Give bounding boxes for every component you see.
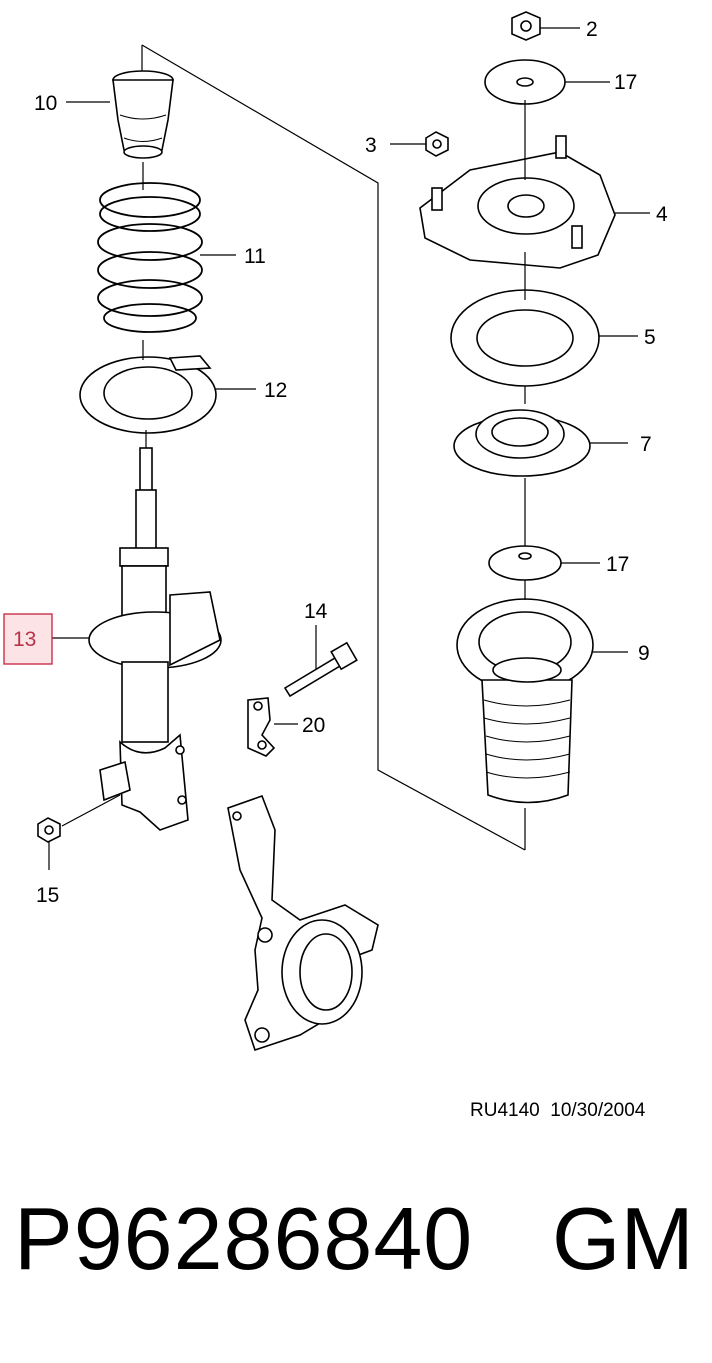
callout-17-upper: 17 bbox=[614, 71, 637, 94]
callout-13: 13 bbox=[13, 628, 36, 651]
diagram-reference: RU4140 10/30/2004 bbox=[470, 1100, 646, 1121]
group-outline bbox=[141, 44, 526, 851]
callout-2: 2 bbox=[586, 18, 598, 41]
nut bbox=[37, 817, 61, 843]
mount-nut bbox=[425, 131, 449, 157]
callout-10: 10 bbox=[34, 92, 57, 115]
callout-labels: 2 17 3 4 5 7 17 9 10 11 12 13 14 15 20 bbox=[3, 18, 668, 907]
upper-spring-seat bbox=[453, 409, 591, 477]
callout-20: 20 bbox=[302, 714, 325, 737]
strut-bearing bbox=[450, 289, 600, 387]
callout-13-highlight bbox=[3, 613, 53, 665]
leader-lines bbox=[48, 27, 650, 870]
top-nut bbox=[511, 11, 541, 41]
bracket bbox=[247, 697, 276, 757]
callout-4: 4 bbox=[656, 203, 668, 226]
callout-7: 7 bbox=[640, 433, 652, 456]
callout-12: 12 bbox=[264, 379, 287, 402]
callout-9: 9 bbox=[638, 642, 650, 665]
coil-spring bbox=[97, 182, 203, 333]
brand-label: GM bbox=[552, 1189, 694, 1288]
strut-mount bbox=[419, 135, 616, 269]
damper-rod bbox=[135, 447, 157, 551]
dust-boot bbox=[456, 598, 594, 804]
washer-lower bbox=[488, 545, 562, 581]
spring-seat bbox=[79, 355, 217, 434]
callout-3: 3 bbox=[365, 134, 377, 157]
strut-body bbox=[88, 547, 222, 831]
washer-upper bbox=[484, 59, 566, 105]
callout-17-lower: 17 bbox=[606, 553, 629, 576]
callout-14: 14 bbox=[304, 600, 328, 623]
bump-stop bbox=[112, 70, 174, 159]
steering-knuckle bbox=[227, 794, 379, 1052]
axis-lines bbox=[142, 100, 526, 850]
callout-15: 15 bbox=[36, 884, 59, 907]
callout-11: 11 bbox=[244, 245, 266, 268]
callout-5: 5 bbox=[644, 326, 656, 349]
bolt bbox=[283, 641, 358, 698]
part-number: P96286840 bbox=[14, 1189, 474, 1288]
